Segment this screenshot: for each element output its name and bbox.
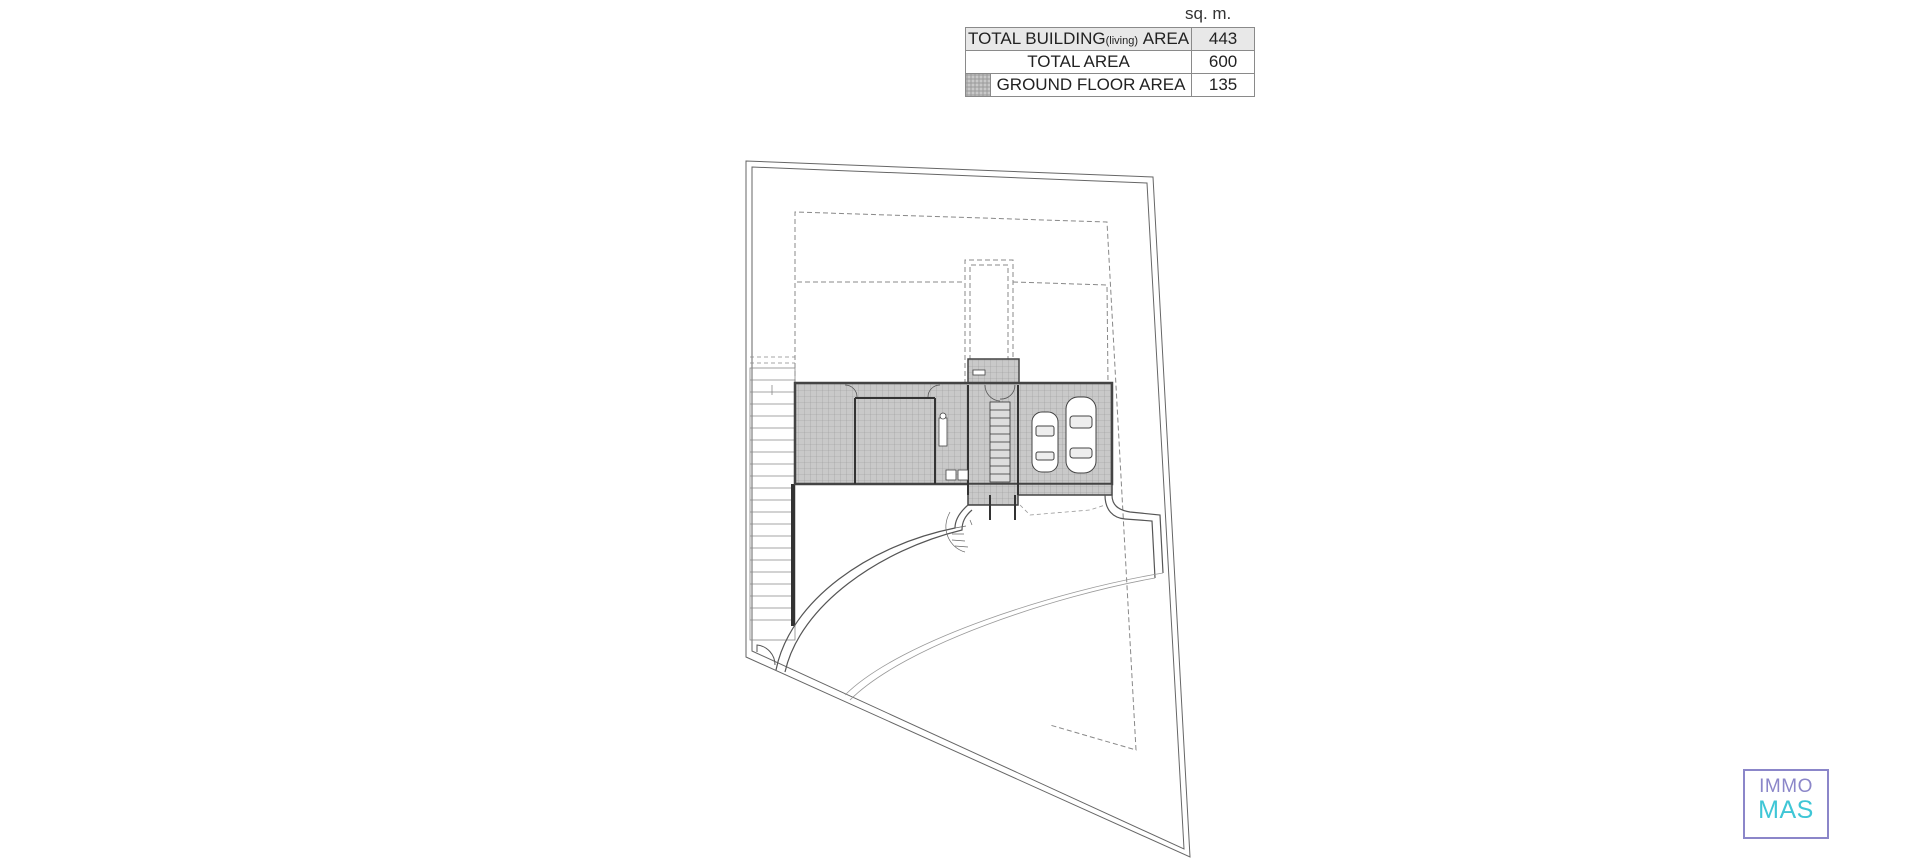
label-text: AREA <box>1142 29 1190 48</box>
area-label: GROUND FLOOR AREA <box>989 73 1193 97</box>
area-table: TOTAL BUILDING(living) AREA 443 TOTAL AR… <box>964 27 1256 97</box>
logo-line-1: IMMO <box>1759 776 1813 797</box>
label-text: TOTAL BUILDING <box>968 29 1106 48</box>
label-qualifier: (living) <box>1105 35 1139 47</box>
brand-logo: IMMO MAS <box>1743 769 1829 839</box>
plot-boundary <box>745 160 1191 858</box>
area-value: 600 <box>1191 50 1256 74</box>
driveway <box>775 494 1164 701</box>
area-value: 443 <box>1191 27 1256 51</box>
corner-door-swing <box>756 644 776 666</box>
table-row: TOTAL BUILDING(living) AREA 443 <box>964 27 1256 51</box>
setback-line <box>794 211 1137 751</box>
side-ramp <box>749 356 796 641</box>
logo-line-2: MAS <box>1758 796 1814 824</box>
retaining-wall <box>791 484 795 626</box>
car-icon <box>1065 396 1097 474</box>
area-value: 135 <box>1191 73 1256 97</box>
table-row: GROUND FLOOR AREA 135 <box>965 73 1256 97</box>
unit-header: sq. m. <box>1185 4 1232 23</box>
ground-floor-building <box>793 358 1114 520</box>
car-icon <box>1031 411 1059 473</box>
area-label: TOTAL BUILDING(living) AREA <box>964 27 1193 51</box>
area-label: TOTAL AREA <box>964 50 1193 74</box>
interior-staircase <box>989 401 1011 483</box>
grid-hatch-swatch <box>965 73 991 97</box>
curved-stair <box>945 511 973 553</box>
table-row: TOTAL AREA 600 <box>964 50 1256 74</box>
